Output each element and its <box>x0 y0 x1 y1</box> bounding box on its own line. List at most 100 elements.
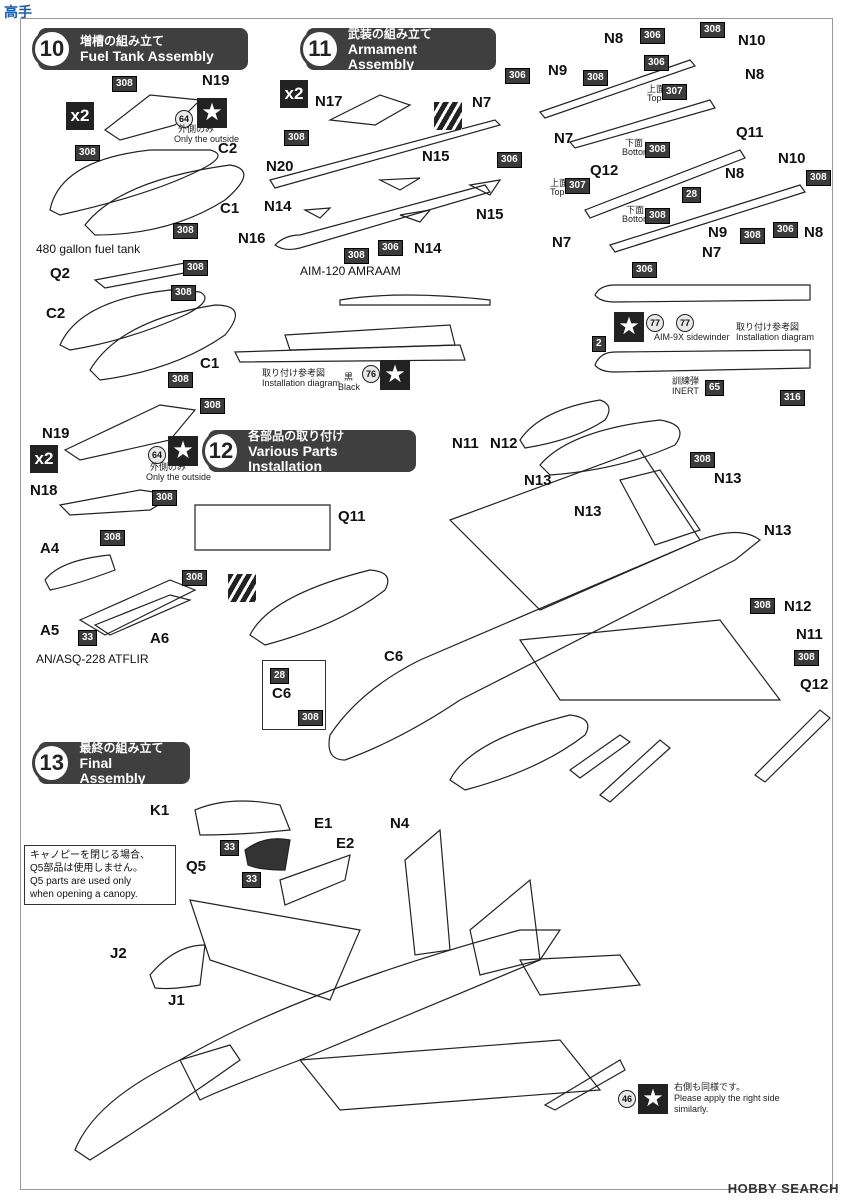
part-label-n8: N8 <box>604 30 624 47</box>
part-label-k1: K1 <box>150 802 170 819</box>
part-label-n7: N7 <box>472 94 492 111</box>
part-label-q2: Q2 <box>50 265 71 282</box>
amraam-fin-n15 <box>377 177 502 196</box>
part-label-n7: N7 <box>702 244 722 261</box>
multiplier-x2: x2 <box>66 102 94 130</box>
part-label-n12: N12 <box>490 435 518 452</box>
right-side-en-2: similarly. <box>674 1104 709 1114</box>
part-label-q11: Q11 <box>736 124 764 141</box>
sidewinder-install-1 <box>594 284 811 303</box>
part-label-n13: N13 <box>714 470 742 487</box>
sidewinder-install-2 <box>594 349 811 373</box>
step-number: 13 <box>32 743 72 783</box>
step-title-en: Fuel Tank Assembly <box>80 48 214 64</box>
aircraft-13-vtail-right <box>469 878 541 976</box>
part-label-n19: N19 <box>202 72 230 89</box>
code-308: 308 <box>806 170 831 186</box>
star-icon: ★ <box>168 436 198 466</box>
top-en: Top <box>647 93 662 103</box>
inert-jp: 訓練弾 <box>672 376 700 386</box>
watermark-top: 高手 <box>4 4 32 20</box>
canopy-e1 <box>244 838 291 871</box>
star-icon: ★ <box>614 312 644 342</box>
callout-64: 64 <box>148 446 166 464</box>
code-306: 306 <box>773 222 798 238</box>
fuel-tank-left <box>249 569 389 646</box>
code-308: 308 <box>298 710 323 726</box>
sidewinder-n9-lower <box>609 184 806 253</box>
multiplier-x2: x2 <box>30 445 58 473</box>
sidewinder-caption: AIM-9X sidewinder <box>654 332 730 342</box>
part-label-n9: N9 <box>708 224 728 241</box>
c6-inset-box <box>262 660 326 730</box>
step-title-jp: 最終の組み立て <box>79 740 164 755</box>
code-307: 307 <box>565 178 590 194</box>
code-306: 306 <box>644 55 669 71</box>
upper-tanks <box>519 399 681 476</box>
code-306: 306 <box>632 262 657 278</box>
outside-jp: 外側のみ <box>178 124 215 134</box>
code-33: 33 <box>220 840 240 856</box>
multiplier-x2: x2 <box>280 80 308 108</box>
code-28: 28 <box>270 668 290 684</box>
code-308: 308 <box>100 530 125 546</box>
part-label-n7: N7 <box>552 234 572 251</box>
part-label-n8: N8 <box>725 165 745 182</box>
canopy-note-jp-1: キャノピーを閉じる場合、 <box>30 850 150 861</box>
top-jp: 上面 <box>647 84 666 94</box>
ordnance-under <box>568 734 671 803</box>
step-number: 12 <box>202 431 241 471</box>
install-en: Installation diagram <box>736 332 815 342</box>
code-306: 306 <box>505 68 530 84</box>
code-28: 28 <box>682 187 702 203</box>
code-307: 307 <box>662 84 687 100</box>
part-label-n19: N19 <box>42 425 70 442</box>
step-13-header: 13 最終の組み立て Final Assembly <box>32 740 190 786</box>
sidewinder-q12 <box>568 99 716 149</box>
part-label-n13: N13 <box>764 522 792 539</box>
sidewinder-n9-upper <box>538 59 697 119</box>
step-12-header: 12 各部品の取り付け Various Parts Installation <box>202 428 416 473</box>
part-label-n11: N11 <box>796 626 823 643</box>
part-label-c2: C2 <box>218 140 238 157</box>
star-icon: ★ <box>638 1084 668 1114</box>
aircraft-13-nose <box>74 1044 241 1161</box>
outside-jp: 外側のみ <box>150 462 187 472</box>
step-number: 10 <box>32 29 72 69</box>
aircraft-13-vtail-left <box>404 828 451 956</box>
code-308: 308 <box>344 248 369 264</box>
part-label-n9: N9 <box>548 62 568 79</box>
tank-half-c1-upper <box>84 164 245 236</box>
installation-missile <box>234 344 466 363</box>
black-jp: 黒 <box>344 372 354 382</box>
part-label-n8: N8 <box>745 66 765 83</box>
step-title-en: Final Assembly <box>79 754 146 786</box>
callout-46: 46 <box>618 1090 636 1108</box>
inert-en: INERT <box>672 386 699 396</box>
part-label-c1: C1 <box>200 355 220 372</box>
step-title-en: Armament Assembly <box>347 40 418 72</box>
part-label-c1: C1 <box>220 200 240 217</box>
tank-half-c2-upper <box>49 149 219 216</box>
part-label-a6: A6 <box>150 630 170 647</box>
code-308: 308 <box>112 76 137 92</box>
part-label-n15: N15 <box>422 148 450 165</box>
part-label-c6: C6 <box>384 648 404 665</box>
part-label-n8: N8 <box>804 224 824 241</box>
code-306: 306 <box>640 28 665 44</box>
canopy-note-en-2: when opening a canopy. <box>30 889 138 900</box>
code-2: 2 <box>592 336 606 352</box>
part-label-n10: N10 <box>738 32 766 49</box>
amraam-n20 <box>269 119 502 189</box>
part-label-n17: N17 <box>315 93 343 110</box>
part-label-q12: Q12 <box>800 676 829 693</box>
atflir-a4 <box>44 554 116 591</box>
missile-q12-wingtip <box>754 709 831 783</box>
aircraft-12-tail <box>619 469 701 546</box>
code-308: 308 <box>183 260 208 276</box>
step-title-jp: 各部品の取り付け <box>248 428 345 443</box>
canopy-k1 <box>194 800 291 836</box>
part-label-a5: A5 <box>40 622 60 639</box>
star-icon: ★ <box>197 98 227 128</box>
